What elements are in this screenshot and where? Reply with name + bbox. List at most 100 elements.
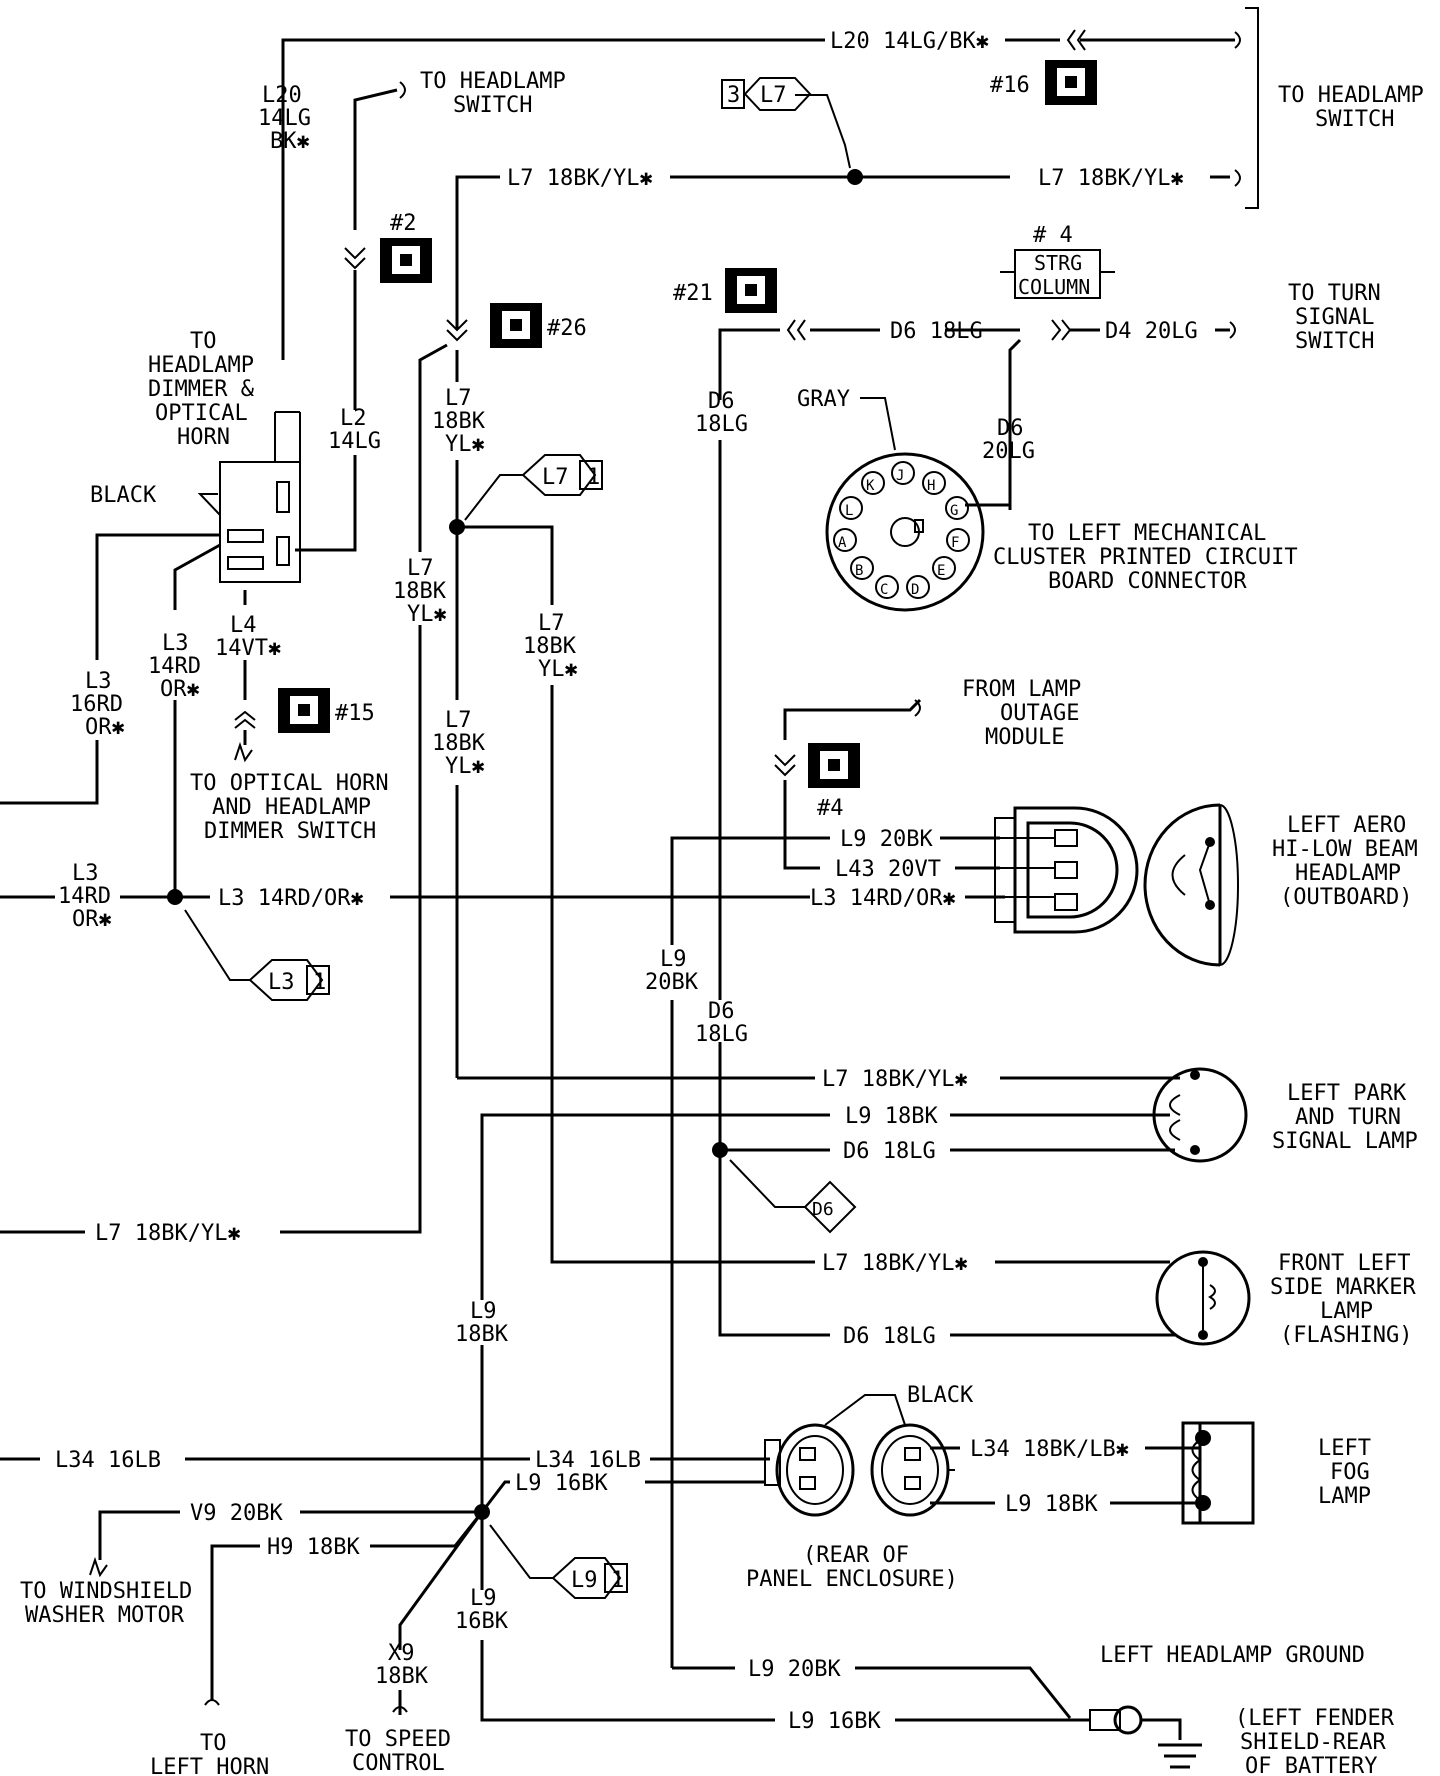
svg-text:A: A xyxy=(838,535,847,551)
wire-label-d6: D6 18LG xyxy=(843,1324,936,1349)
wire-label-l7: L7 18BK/YL✱ xyxy=(822,1067,968,1092)
svg-text:E: E xyxy=(937,563,945,579)
connector-label: # 4 xyxy=(1033,223,1073,248)
wire-label-l7: 18BK xyxy=(432,409,486,434)
svg-text:SIDE MARKER: SIDE MARKER xyxy=(1270,1275,1416,1300)
wire-label-l9: L9 16BK xyxy=(515,1471,608,1496)
svg-text:FRONT LEFT: FRONT LEFT xyxy=(1278,1251,1410,1276)
wire-label-l20: L20 14LG/BK✱ xyxy=(830,29,989,54)
svg-text:LEFT PARK: LEFT PARK xyxy=(1287,1081,1407,1106)
label-ground-title: LEFT HEADLAMP GROUND xyxy=(1100,1643,1365,1668)
cluster-pins: A B C D E F G H J K L xyxy=(833,461,970,599)
svg-text:F: F xyxy=(951,535,959,551)
pin-e: E xyxy=(932,556,956,580)
svg-text:HEADLAMP: HEADLAMP xyxy=(1295,861,1401,886)
label-optical-horn: TO OPTICAL HORN AND HEADLAMP DIMMER SWIT… xyxy=(190,771,389,844)
wire-label-l3: OR✱ xyxy=(72,907,112,932)
wire-label-l3: 14RD xyxy=(148,654,201,679)
svg-text:LEFT HORN: LEFT HORN xyxy=(150,1755,269,1776)
pin-k: K xyxy=(861,471,885,495)
wire-label-d6: D6 xyxy=(997,416,1024,441)
connector-label: #2 xyxy=(390,211,417,236)
wire-label-l3: OR✱ xyxy=(160,677,200,702)
svg-text:TO WINDSHIELD: TO WINDSHIELD xyxy=(20,1579,192,1604)
svg-text:WASHER MOTOR: WASHER MOTOR xyxy=(25,1603,185,1628)
svg-text:AND HEADLAMP: AND HEADLAMP xyxy=(212,795,371,820)
svg-text:CLUSTER PRINTED CIRCUIT: CLUSTER PRINTED CIRCUIT xyxy=(993,545,1298,570)
splice-l7-mid xyxy=(449,519,465,535)
svg-text:(OUTBOARD): (OUTBOARD) xyxy=(1280,885,1412,910)
pin-g: G xyxy=(945,496,969,520)
ref-tag: D6 xyxy=(812,1199,834,1220)
ref-number: 1 xyxy=(313,970,326,995)
ref-l7-3: 3 L7 xyxy=(721,77,812,111)
pin-c: C xyxy=(875,575,899,599)
ref-tag: L7 xyxy=(760,83,787,108)
wire-label-l7: YL✱ xyxy=(407,602,447,627)
wire-label-l3: 16RD xyxy=(70,692,123,717)
ref-l9-1: L9 1 xyxy=(551,1557,628,1599)
wire-label-l7: L7 18BK/YL✱ xyxy=(822,1251,968,1276)
connector-label: #16 xyxy=(990,73,1030,98)
label-to-headlamp-switch-right: TO HEADLAMP SWITCH xyxy=(1278,83,1424,132)
wire-label-l43: L43 20VT xyxy=(835,857,941,882)
wire-label-l7: L7 18BK/YL✱ xyxy=(95,1221,241,1246)
label-cluster: TO LEFT MECHANICAL CLUSTER PRINTED CIRCU… xyxy=(993,521,1298,594)
svg-text:(FLASHING): (FLASHING) xyxy=(1280,1323,1412,1348)
svg-text:C: C xyxy=(880,582,888,598)
connector-label: #4 xyxy=(817,796,844,821)
ref-l7-1: L7 1 xyxy=(521,454,603,496)
svg-text:MODULE: MODULE xyxy=(985,725,1064,750)
svg-text:(LEFT FENDER: (LEFT FENDER xyxy=(1235,1706,1395,1731)
svg-text:CONTROL: CONTROL xyxy=(352,1751,445,1776)
wire-label-l20-v: 14LG xyxy=(258,106,311,131)
wire-label-d6: 20LG xyxy=(982,439,1035,464)
label-to-dimmer: TO HEADLAMP DIMMER & OPTICAL HORN xyxy=(148,329,255,450)
wire-label-l7: L7 xyxy=(538,611,565,636)
svg-text:SHIELD-REAR: SHIELD-REAR xyxy=(1240,1730,1386,1755)
label-marker-lamp: FRONT LEFT SIDE MARKER LAMP (FLASHING) xyxy=(1270,1251,1416,1348)
wire-label-l3: L3 xyxy=(72,861,99,886)
svg-text:TO LEFT MECHANICAL: TO LEFT MECHANICAL xyxy=(1028,521,1266,546)
ref-tag: L9 xyxy=(571,1568,598,1593)
wire-label-l9: L9 18BK xyxy=(1005,1492,1098,1517)
fog-connector-1 xyxy=(764,1423,855,1517)
svg-text:TO: TO xyxy=(200,1731,227,1756)
splice-d6 xyxy=(712,1142,728,1158)
aero-headlamp-connector xyxy=(994,806,1139,934)
cluster-connector: A B C D E F G H J K L xyxy=(825,452,985,612)
svg-text:SIGNAL: SIGNAL xyxy=(1295,305,1374,330)
svg-text:OUTAGE: OUTAGE xyxy=(1000,701,1079,726)
reference-arrows xyxy=(184,94,906,1579)
wire-label-d6: 18LG xyxy=(695,412,748,437)
wire-label-l2: 14LG xyxy=(328,429,381,454)
wire-label-l34: L34 16LB xyxy=(55,1448,161,1473)
connector-4: #4 xyxy=(808,743,860,821)
svg-text:SWITCH: SWITCH xyxy=(1315,107,1394,132)
wire-label-l3: OR✱ xyxy=(85,715,125,740)
label-ground-loc: (LEFT FENDER SHIELD-REAR OF BATTERY xyxy=(1235,1706,1395,1776)
svg-text:L: L xyxy=(845,503,853,519)
svg-text:DIMMER SWITCH: DIMMER SWITCH xyxy=(204,819,376,844)
wire-label-l2: L2 xyxy=(340,406,367,431)
wire-label-l9: L9 xyxy=(660,947,687,972)
wire-label-l3: L3 xyxy=(162,631,189,656)
svg-text:TO HEADLAMP: TO HEADLAMP xyxy=(420,69,566,94)
connector-chevrons xyxy=(234,29,1086,777)
wire-label-l9: L9 16BK xyxy=(788,1709,881,1734)
svg-text:SWITCH: SWITCH xyxy=(453,93,532,118)
connector-21: #21 xyxy=(673,268,777,313)
svg-text:H: H xyxy=(927,478,935,494)
wire-label-l4: 14VT✱ xyxy=(215,636,281,661)
wire-label-l34: L34 16LB xyxy=(535,1448,641,1473)
wire-label-l7: L7 xyxy=(407,556,434,581)
label-speed: TO SPEED CONTROL xyxy=(345,1727,451,1776)
svg-text:TO OPTICAL HORN: TO OPTICAL HORN xyxy=(190,771,389,796)
wire-label-l9: L9 xyxy=(470,1299,497,1324)
splice-l9 xyxy=(474,1504,490,1520)
label-to-headlamp-switch-top: TO HEADLAMP SWITCH xyxy=(420,69,566,118)
pin-a: A xyxy=(833,528,857,552)
splice-l7-top xyxy=(847,169,863,185)
pin-h: H xyxy=(922,471,946,495)
wire-label-l20-v: BK✱ xyxy=(270,129,310,154)
